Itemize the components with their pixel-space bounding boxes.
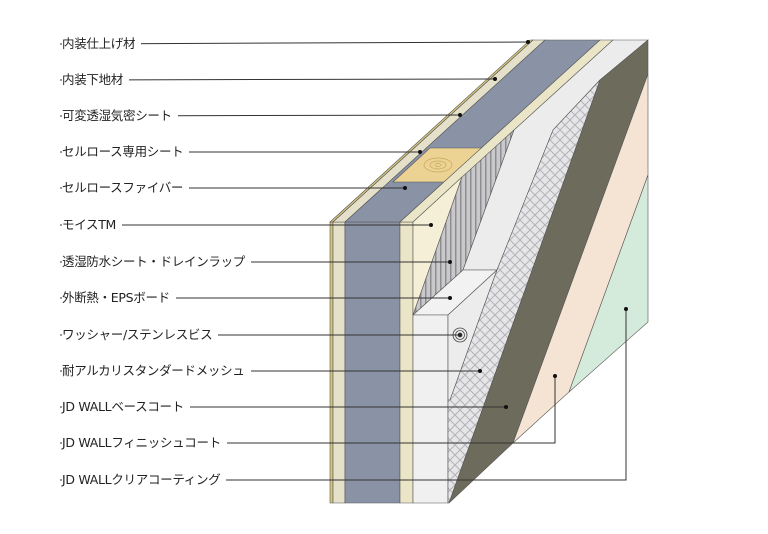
clear-coat-layer (568, 174, 649, 393)
label-vapor-sheet: 可変透湿気密シート (62, 108, 178, 124)
label-moiss: モイスTM (62, 217, 123, 233)
interior-finish-front (329, 221, 334, 504)
wood-grain (423, 157, 453, 173)
moiss-front (399, 221, 414, 504)
label-washer-screw: ワッシャー/ステンレスビス (62, 327, 219, 343)
label-cellulose-sheet: セルロース専用シート (62, 144, 190, 160)
label-drain-wrap: 透湿防水シート・ドレインラップ (62, 254, 252, 270)
interior-board-front (332, 221, 346, 504)
eps-front (412, 314, 449, 504)
cellulose-front (344, 221, 401, 504)
label-interior-finish: 内装仕上げ材 (62, 36, 142, 52)
label-eps-board: 外断熱・EPSボード (62, 290, 176, 306)
label-base-coat: JD WALLベースコート (62, 399, 190, 415)
label-mesh: 耐アルカリスタンダードメッシュ (62, 363, 251, 379)
leader-dots (403, 40, 628, 409)
label-finish-coat: JD WALLフィニッシュコート (62, 435, 227, 451)
label-cellulose-fiber: セルロースファイバー (62, 180, 190, 196)
label-clear-coating: JD WALLクリアコーティング (62, 472, 227, 488)
label-interior-board: 内装下地材 (62, 72, 130, 88)
